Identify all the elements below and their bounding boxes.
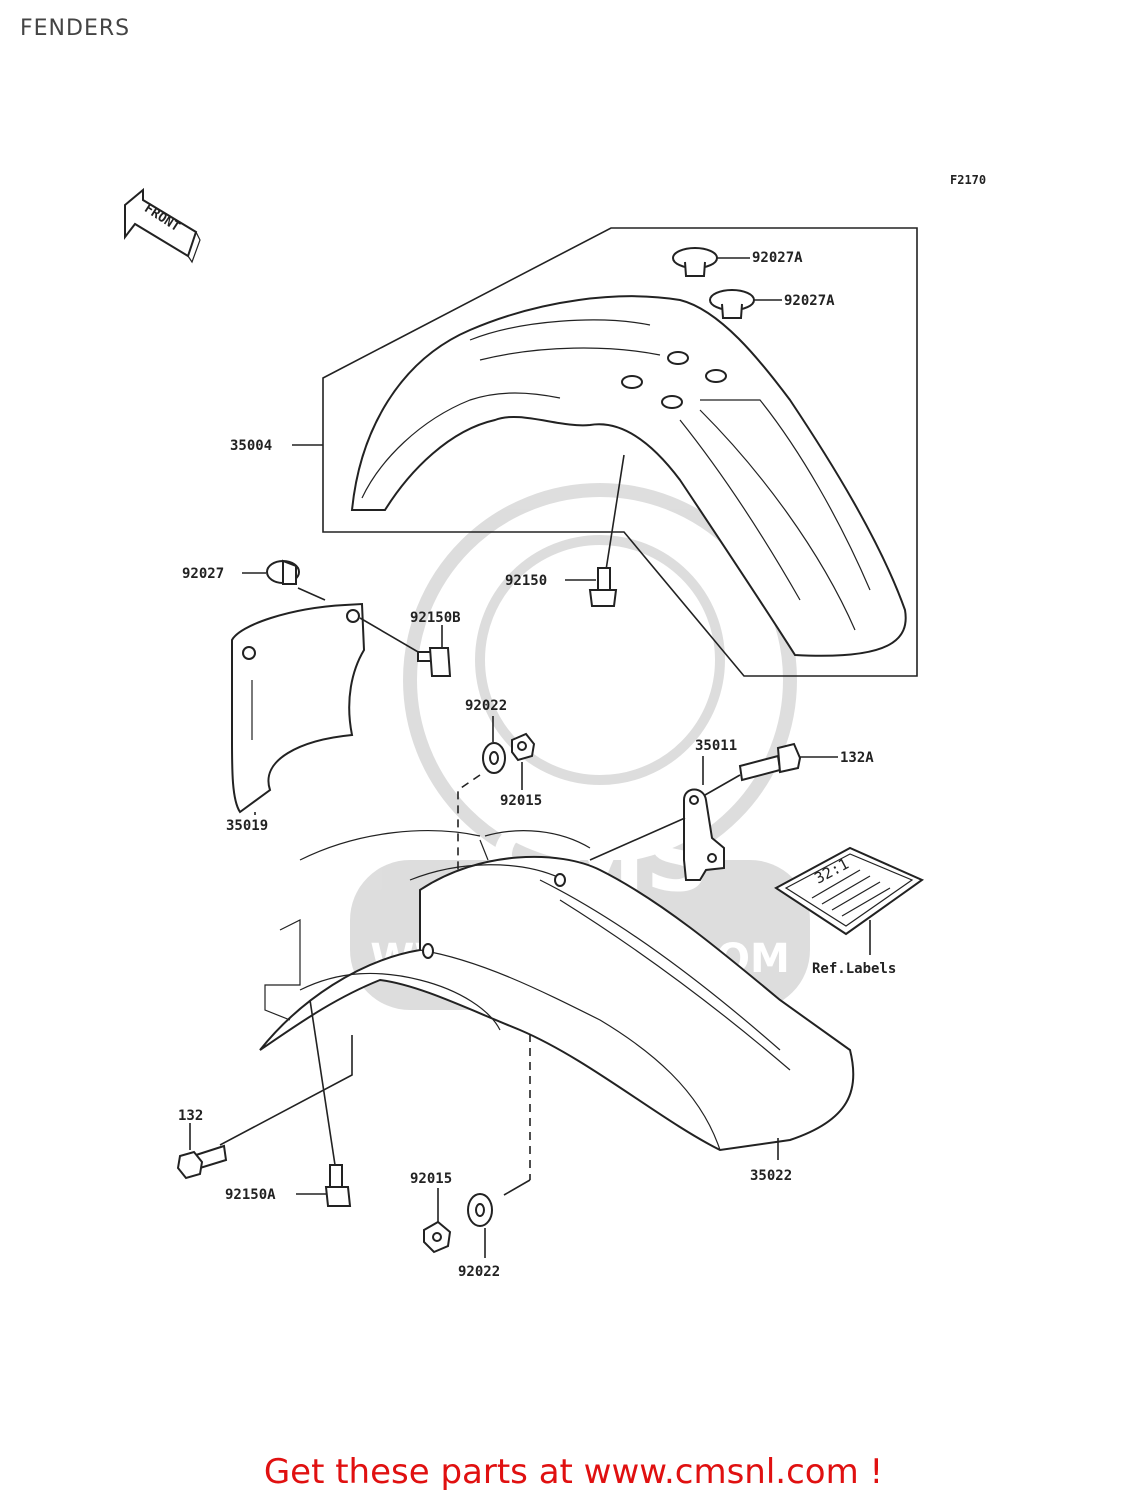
bolt-92150A — [324, 1164, 352, 1207]
label-92015-top: 92015 — [500, 793, 542, 809]
bracket-35011 — [683, 788, 725, 881]
label-92022-bottom: 92022 — [458, 1264, 500, 1280]
page-title: FENDERS — [20, 16, 131, 41]
label-92150A: 92150A — [225, 1187, 276, 1203]
label-35011: 35011 — [695, 738, 737, 754]
grommet-92027A-1 — [672, 247, 718, 277]
label-132: 132 — [178, 1108, 203, 1124]
label-92015-bottom: 92015 — [410, 1171, 452, 1187]
label-92027A-1: 92027A — [752, 250, 803, 266]
washer-92022-bottom — [467, 1193, 493, 1227]
bolt-92150 — [588, 567, 618, 607]
bolt-92150B — [417, 647, 452, 677]
assembly-outline — [322, 227, 918, 677]
label-35019: 35019 — [226, 818, 268, 834]
bolt-132A — [738, 742, 802, 782]
bolt-132 — [176, 1144, 228, 1180]
figure-code: F2170 — [950, 173, 986, 187]
label-92150B: 92150B — [410, 610, 461, 626]
promo-link[interactable]: Get these parts at www.cmsnl.com ! — [263, 1452, 884, 1492]
nut-92015-top — [511, 732, 536, 762]
reference-label-sticker: 32:1 — [774, 846, 925, 936]
rear-fender-35022 — [259, 830, 855, 1152]
label-92022-top: 92022 — [465, 698, 507, 714]
label-132A: 132A — [840, 750, 874, 766]
label-92027: 92027 — [182, 566, 224, 582]
nut-92015-bottom — [423, 1220, 452, 1254]
guard-35019 — [231, 602, 366, 814]
front-fender-35004 — [350, 295, 907, 657]
front-arrow-icon: FRONT — [124, 187, 201, 264]
label-ref-labels: Ref.Labels — [812, 961, 896, 977]
grommet-92027 — [266, 559, 300, 585]
label-92150: 92150 — [505, 573, 547, 589]
label-92027A-2: 92027A — [784, 293, 835, 309]
label-35004: 35004 — [230, 438, 272, 454]
grommet-92027A-2 — [709, 289, 755, 319]
washer-92022-top — [482, 742, 506, 774]
label-35022: 35022 — [750, 1168, 792, 1184]
